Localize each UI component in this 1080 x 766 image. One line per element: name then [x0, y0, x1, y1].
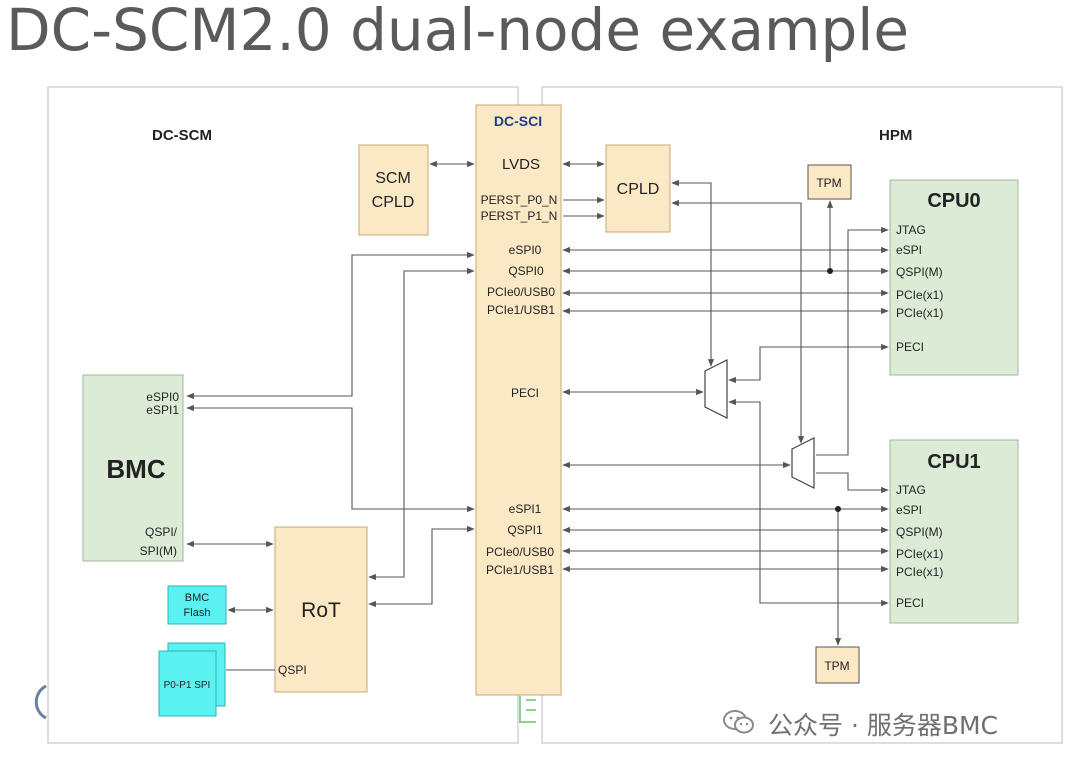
scm-cpld-box: [358, 144, 429, 236]
wire-jtag-cpu1: [816, 472, 889, 494]
cpu1-pin: QSPI(M): [896, 525, 943, 539]
cpu1-box: [889, 439, 1019, 624]
sci-signal: LVDS: [502, 156, 540, 173]
sci-signal: PCIe0/USB0: [487, 285, 555, 299]
bmc-label: BMC: [106, 454, 165, 484]
tpm-top-box: [807, 164, 852, 200]
wire-cpld-jtag-select: [671, 199, 805, 444]
sci-signal: PERST_P1_N: [481, 209, 558, 223]
cpu0-pin: PCIe(x1): [896, 288, 943, 302]
bmc-pin: eSPI1: [146, 403, 179, 417]
dc-scm-label: DC-SCM: [152, 127, 212, 144]
wire-jtag-cpu0: [816, 226, 889, 456]
hpm-cpld-label: CPLD: [617, 181, 660, 198]
cpu1-pin: PCIe(x1): [896, 565, 943, 579]
sci-signal: eSPI0: [509, 243, 542, 257]
cpu1-pin: PCIe(x1): [896, 547, 943, 561]
dc-sci-title: DC-SCI: [494, 113, 542, 129]
wechat-icon: [723, 710, 754, 734]
dc-sci-column: [475, 104, 562, 696]
hpm-label: HPM: [879, 127, 912, 144]
wire-rot-qspi1: [368, 525, 475, 608]
sci-signal: PCIe1/USB1: [487, 303, 555, 317]
bmc-flash-box: [167, 585, 227, 625]
tpm-bottom-label: TPM: [824, 659, 849, 673]
sci-signal-labels: LVDS PERST_P0_N PERST_P1_N eSPI0 QSPI0 P…: [481, 156, 558, 577]
p0p1-spi-label: P0-P1 SPI: [164, 680, 211, 691]
sci-signal: QSPI1: [507, 523, 543, 537]
tpm-top-label: TPM: [816, 176, 841, 190]
cpu0-pin: eSPI: [896, 243, 922, 257]
tpm-bottom-box: [815, 646, 860, 684]
wire-bmc-espi0: [186, 251, 475, 400]
junction-dot: [835, 506, 841, 512]
decorative-circle-fragment: [34, 684, 47, 720]
slide-title: DC-SCM2.0 dual-node example: [6, 0, 910, 64]
watermark-text: 公众号 · 服务器BMC: [768, 711, 999, 740]
bmc-pin: SPI(M): [140, 544, 177, 558]
cpu1-pin: PECI: [896, 596, 924, 610]
sci-signal: PERST_P0_N: [481, 193, 558, 207]
rot-box: [274, 526, 368, 693]
connection-lines: [186, 160, 889, 671]
decorative-green-fragment: [519, 696, 536, 723]
cpu0-pin: PECI: [896, 340, 924, 354]
sci-signal: PCIe0/USB0: [486, 545, 554, 559]
cpu1-label: CPU1: [927, 451, 980, 473]
sci-signal: eSPI1: [509, 502, 542, 516]
junction-dot: [827, 268, 833, 274]
cpu0-pin: QSPI(M): [896, 265, 943, 279]
sci-signal: PECI: [511, 386, 539, 400]
bmc-pin: eSPI0: [146, 390, 179, 404]
rot-label: RoT: [301, 599, 341, 622]
wire-bmc-espi1: [186, 404, 475, 513]
cpu0-box: [889, 179, 1019, 376]
cpu0-pin: PCIe(x1): [896, 306, 943, 320]
sci-signal: QSPI0: [508, 264, 544, 278]
bmc-flash-label-line1: BMC: [185, 592, 210, 604]
cpu1-pin: eSPI: [896, 503, 922, 517]
bmc-flash-label-line2: Flash: [184, 607, 211, 619]
cpu1-pin: JTAG: [896, 483, 926, 497]
peci-mux-upper: [704, 359, 728, 419]
sci-signal: PCIe1/USB1: [486, 563, 554, 577]
hpm-cpld-box: [605, 144, 671, 233]
cpu0-pin: JTAG: [896, 223, 926, 237]
bmc-pin: QSPI/: [145, 525, 178, 539]
p0p1-spi-box: [158, 650, 217, 717]
rot-qspi-pin: QSPI: [278, 663, 307, 677]
bmc-box: [82, 374, 184, 562]
cpu0-label: CPU0: [927, 190, 980, 212]
scm-cpld-label-line2: CPLD: [372, 194, 415, 211]
scm-cpld-label-line1: SCM: [375, 170, 411, 187]
